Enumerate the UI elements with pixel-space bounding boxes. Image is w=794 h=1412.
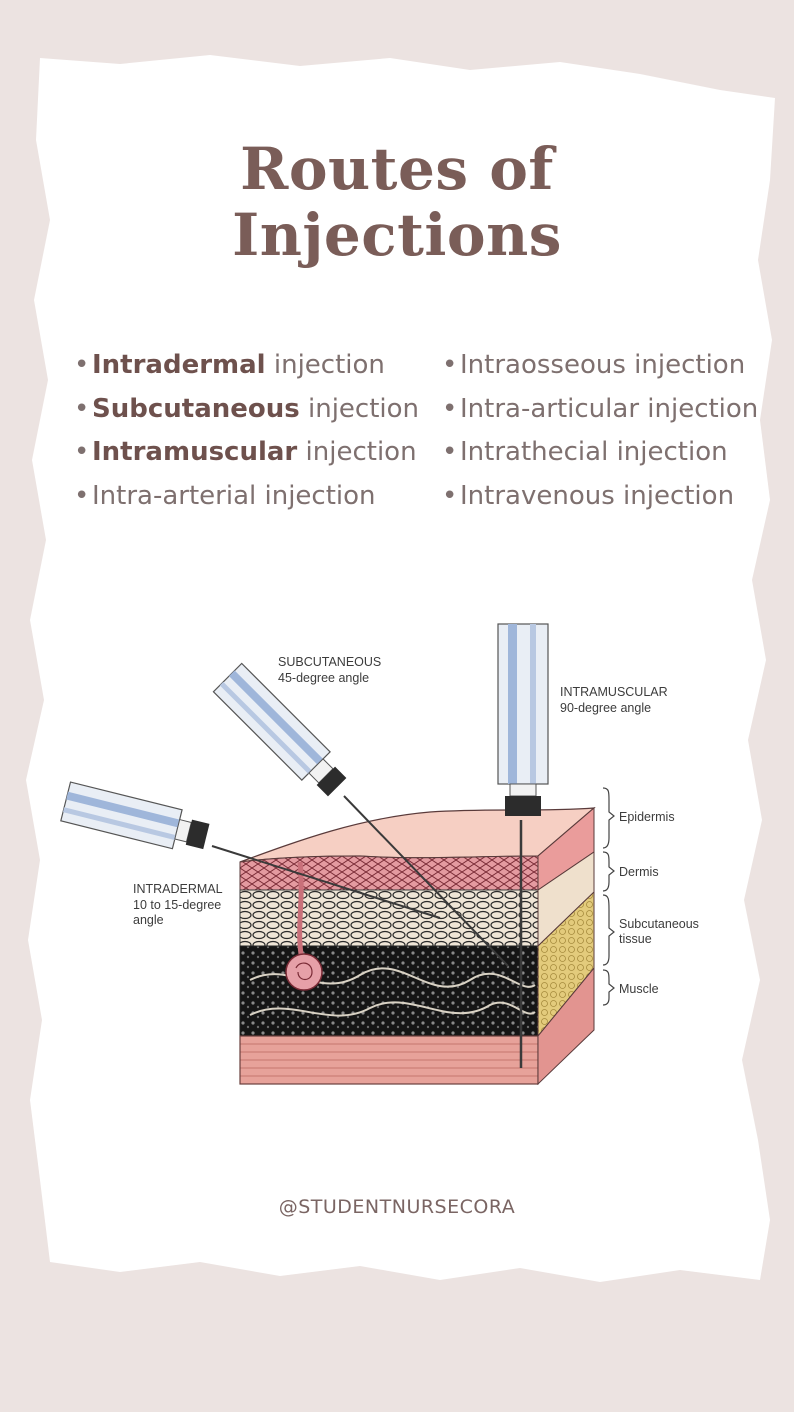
- bullet-icon: •: [442, 393, 458, 424]
- list-item-text: Intrathecial injection: [460, 437, 728, 467]
- dermis-layer: [239, 855, 539, 891]
- bullet-icon: •: [442, 350, 458, 380]
- list-item-bold: Subcutaneous: [92, 393, 300, 424]
- list-item: •Intravenous injection: [442, 475, 758, 519]
- list-item-bold: Intramuscular: [92, 437, 298, 467]
- side-muscle: [537, 966, 595, 1086]
- intradermal-syringe: [60, 781, 441, 919]
- list-item: •Intra-arterial injection: [74, 475, 419, 519]
- list-item-bold: Intradermal: [92, 350, 266, 380]
- list-item: •Intra-articular injection: [442, 388, 758, 432]
- connective-layer: [239, 889, 539, 947]
- subcutaneous-layer: [239, 945, 539, 1037]
- bullet-icon: •: [74, 437, 90, 467]
- muscle-label: Muscle: [619, 982, 659, 996]
- page-title-line-1: Routes of: [240, 135, 554, 203]
- subcutaneous-syringe: [212, 662, 509, 967]
- list-item: •Intrathecial injection: [442, 431, 758, 475]
- intradermal-angle-label: 10 to 15-degree: [133, 898, 221, 912]
- intradermal-angle-label-2: angle: [133, 913, 164, 927]
- intramuscular-syringe: [497, 623, 549, 1068]
- list-item-text: Intra-articular injection: [460, 393, 759, 424]
- muscle-layer: [239, 1035, 539, 1085]
- subcutaneous-tissue-label: Subcutaneous: [619, 917, 699, 931]
- intradermal-label: INTRADERMAL: [133, 882, 223, 896]
- bullet-icon: •: [74, 350, 90, 380]
- author-handle: @STUDENTNURSECORA: [278, 1196, 516, 1218]
- list-item-text: injection: [265, 350, 385, 380]
- list-item: •Intramuscular injection: [74, 431, 419, 475]
- subcutaneous-angle-label: 45-degree angle: [278, 671, 369, 685]
- skin-block: [239, 806, 596, 1086]
- injection-list-left: •Intradermal injection •Subcutaneous inj…: [74, 344, 419, 518]
- list-item-text: injection: [297, 437, 417, 467]
- bullet-icon: •: [74, 393, 90, 424]
- list-item-text: Intravenous injection: [460, 480, 735, 511]
- sweat-gland: [285, 953, 323, 991]
- list-item-text: Intra-arterial injection: [92, 480, 376, 511]
- list-item-text: injection: [299, 393, 420, 424]
- epidermis-label: Epidermis: [619, 810, 675, 824]
- bullet-icon: •: [74, 480, 90, 511]
- intramuscular-label: INTRAMUSCULAR: [560, 685, 668, 699]
- layer-brackets: [602, 787, 615, 1006]
- bullet-icon: •: [442, 437, 458, 467]
- intramuscular-angle-label: 90-degree angle: [560, 701, 651, 715]
- subcutaneous-label: SUBCUTANEOUS: [278, 655, 381, 669]
- list-item: •Subcutaneous injection: [74, 388, 419, 432]
- list-item: •Intradermal injection: [74, 344, 419, 388]
- bullet-icon: •: [442, 480, 458, 511]
- list-item-text: Intraosseous injection: [460, 350, 746, 380]
- dermis-label: Dermis: [619, 865, 659, 879]
- list-item: •Intraosseous injection: [442, 344, 758, 388]
- page-title-line-2: Injections: [232, 201, 562, 269]
- injection-list-right: •Intraosseous injection •Intra-articular…: [442, 344, 758, 518]
- subcutaneous-tissue-label-2: tissue: [619, 932, 652, 946]
